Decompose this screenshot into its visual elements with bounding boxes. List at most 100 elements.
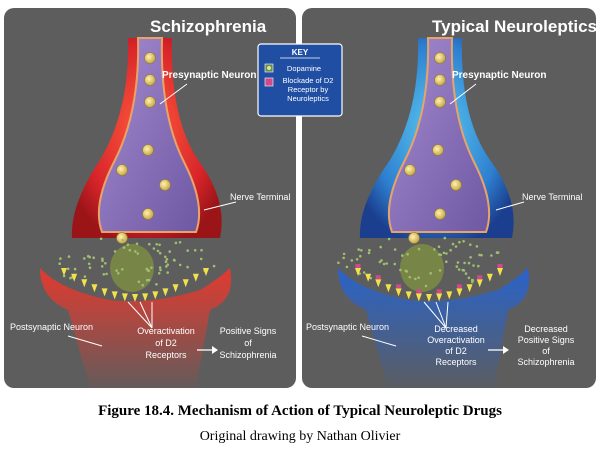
dopamine-dot [456,261,460,264]
neuroleptic-blocker [436,289,442,294]
dopamine-dot [145,267,149,271]
dopamine-vesicles [116,52,171,244]
synaptic-dopamine-cloud [110,244,154,292]
dopamine-dot [117,272,120,275]
svg-text:Overactivation: Overactivation [427,335,485,345]
dopamine-dot [145,278,149,282]
dopamine-dot [147,269,151,273]
dopamine-dot [495,251,499,254]
d2-receptor [385,284,392,293]
dopamine-dot [438,269,442,272]
dopamine-dot [104,262,107,265]
dopamine-dot [150,266,153,270]
dopamine-dot [367,251,371,255]
dopamine-dot [387,237,391,241]
key-item-blockade: Blockade of D2 Receptor by Neuroleptics [282,76,334,103]
d2-receptor [172,284,179,293]
dopamine-dot [490,254,493,257]
dopamine-dot [166,263,169,267]
dopamine-dot [355,258,359,261]
dopamine-dot [445,252,448,255]
dopamine-dot [342,256,346,260]
dopamine-dot [463,261,466,265]
dopamine-dot [350,259,354,262]
svg-text:Positive Signs: Positive Signs [518,335,575,345]
d2-receptor [415,293,422,302]
blockade-swatch-icon [264,77,274,87]
dopamine-dot [134,250,137,253]
leader-lines [67,83,525,347]
dopamine-dot [126,243,130,246]
dopamine-dot [478,253,481,257]
label-result-left: Positive Signs of Schizophrenia [219,326,276,360]
d2-receptor [355,268,361,276]
dopamine-dot [83,257,86,260]
d2-receptor [132,294,138,302]
dopamine-dot [424,284,428,288]
dopamine-dot [59,257,62,260]
dopamine-dot [83,275,87,278]
label-terminal-left: Nerve Terminal [230,192,290,202]
presynaptic-inner-membrane [387,37,491,233]
svg-text:of: of [542,346,550,356]
dopamine-dot [360,249,363,252]
dopamine-dot [152,247,156,250]
panel-title-neuroleptics: Typical Neuroleptics [432,17,597,36]
label-presynaptic-left: Presynaptic Neuron [162,70,256,81]
svg-text:Positive Signs: Positive Signs [220,326,277,336]
dopamine-dot [113,250,117,253]
dopamine-dot [357,248,361,251]
panel-typical-neuroleptics [302,8,596,388]
dopamine-dot [158,243,161,247]
dopamine-dot [445,260,448,264]
dopamine-dot [437,245,441,248]
dopamine-dot [135,242,139,246]
dopamine-dot [379,245,383,249]
dopamine-dot [406,252,409,256]
dopamine-dots-right [337,236,500,288]
dopamine-dot [172,258,176,262]
dopamine-dot [442,251,446,255]
dopamine-dot [464,272,468,275]
label-postsynaptic-right: Postsynaptic Neuron [306,322,389,332]
d2-receptor [81,279,88,288]
d2-receptor [436,293,443,302]
dopamine-dot [155,243,158,246]
dopamine-dot [457,268,461,271]
dopamine-dot [467,261,471,265]
dopamine-dot [449,248,452,252]
dopamine-dot [382,262,386,266]
dopamine-dot [141,283,144,287]
d2-receptors [61,268,209,302]
label-result-right: Decreased Positive Signs of Schizophreni… [517,324,574,367]
dopamine-dot [408,275,412,279]
panel-title-schizophrenia: Schizophrenia [150,17,267,36]
dopamine-dot [105,272,108,276]
neuroleptic-blocker [355,264,361,268]
dopamine-dot [417,276,420,280]
dopamine-dot [368,248,371,252]
d2-receptor [182,279,189,288]
panel-schizophrenia [4,8,296,388]
dopamine-dot [454,245,458,248]
d2-receptor [203,268,209,276]
dopamine-dot [148,242,151,246]
d2-receptor [142,293,149,302]
d2-receptor [476,279,483,288]
dopamine-dot [186,249,189,252]
dopamine-dot [166,271,169,274]
dopamine-dot [87,262,91,266]
dopamine-dot [147,278,151,282]
dopamine-dot [165,265,168,268]
dopamine-dot [429,272,433,275]
dopamine-dot [92,256,95,260]
label-terminal-right: Nerve Terminal [522,192,582,202]
svg-text:of: of [244,338,252,348]
d2-receptor [91,284,98,293]
dopamine-dot [414,277,417,281]
dopamine-dot [159,268,162,272]
dopamine-dot [469,243,472,246]
dopamine-dot [369,276,373,280]
dopamine-dot [472,264,475,267]
